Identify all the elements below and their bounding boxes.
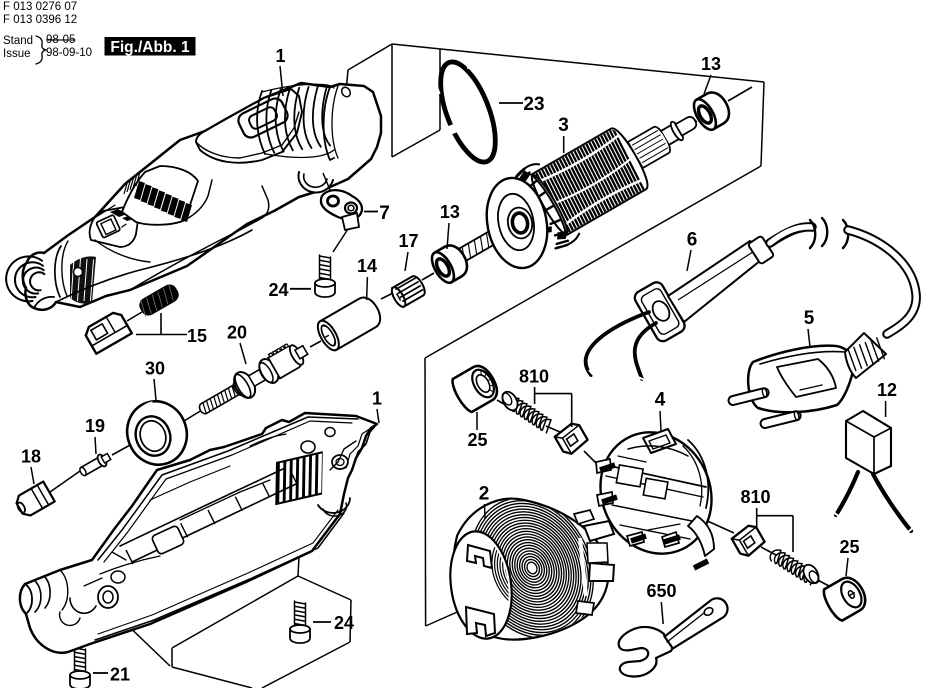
svg-text:1: 1 [275, 46, 285, 66]
svg-text:F 013 0276 07: F 013 0276 07 [3, 1, 77, 13]
svg-text:98-05: 98-05 [46, 34, 75, 46]
svg-text:Issue: Issue [3, 48, 31, 60]
svg-text:20: 20 [227, 323, 247, 343]
svg-text:2: 2 [479, 484, 490, 505]
svg-text:15: 15 [187, 326, 207, 346]
svg-text:30: 30 [145, 359, 165, 379]
svg-text:Fig./Abb. 1: Fig./Abb. 1 [110, 39, 190, 56]
svg-text:21: 21 [110, 665, 130, 685]
svg-text:6: 6 [687, 230, 698, 251]
svg-text:19: 19 [85, 416, 105, 436]
svg-text:13: 13 [440, 202, 460, 222]
svg-text:1: 1 [372, 389, 382, 409]
svg-text:25: 25 [839, 537, 859, 557]
svg-text:14: 14 [357, 256, 377, 276]
svg-text:98-09-10: 98-09-10 [46, 47, 92, 59]
svg-text:F 013 0396 12: F 013 0396 12 [3, 14, 77, 26]
svg-text:5: 5 [804, 308, 815, 329]
svg-text:24: 24 [268, 280, 288, 300]
svg-text:810: 810 [740, 487, 770, 507]
svg-text:650: 650 [646, 581, 676, 601]
svg-text:18: 18 [21, 447, 41, 467]
svg-text:Stand: Stand [3, 35, 33, 47]
svg-text:7: 7 [379, 203, 390, 224]
svg-text:12: 12 [877, 380, 897, 400]
svg-text:23: 23 [523, 94, 544, 115]
svg-text:17: 17 [398, 231, 418, 251]
svg-text:4: 4 [655, 390, 666, 411]
svg-text:810: 810 [519, 367, 549, 387]
svg-text:25: 25 [467, 430, 487, 450]
svg-text:24: 24 [334, 613, 354, 633]
svg-text:3: 3 [558, 115, 569, 136]
svg-text:13: 13 [701, 54, 721, 74]
